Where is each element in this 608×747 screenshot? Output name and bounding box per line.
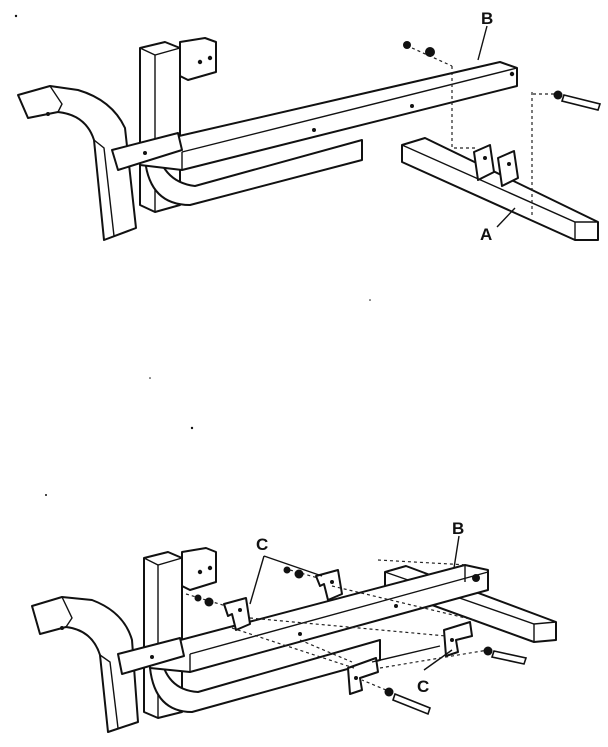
bottom-long-bar (149, 564, 489, 673)
bottom-washer-1 (294, 569, 304, 579)
bottom-washer-2 (204, 597, 214, 607)
bottom-assembly: C B C (31, 519, 557, 733)
top-assembly-lines (411, 47, 554, 215)
bracket-c-lower-left (347, 657, 379, 695)
top-assembly: B A (17, 9, 602, 244)
top-callouts: B A (477, 9, 516, 244)
label-b-top: B (481, 9, 493, 28)
top-long-bar (139, 61, 518, 171)
top-post-bracket (179, 37, 217, 81)
bottom-clamp-plate (117, 637, 185, 675)
label-a-top: A (480, 225, 492, 244)
bottom-callouts: C B C (249, 519, 464, 696)
bottom-hardware (194, 566, 528, 716)
scan-specks (14, 14, 371, 496)
top-nut (403, 41, 411, 49)
bracket-c-upper-right (315, 569, 343, 601)
top-clamp-plate (111, 132, 183, 171)
top-bolt (553, 90, 602, 111)
bracket-c-lower-right (443, 621, 473, 657)
bottom-side-frame (31, 596, 139, 733)
bracket-c-upper-left (223, 597, 251, 631)
top-side-frame (17, 85, 137, 241)
label-b-bottom: B (452, 519, 464, 538)
bottom-c-brackets (223, 569, 473, 695)
bottom-nut-2 (194, 594, 202, 602)
bottom-nut-1 (283, 566, 291, 574)
bottom-post-bracket (181, 547, 217, 591)
top-mounting-brackets (473, 144, 519, 187)
top-cross-member (401, 137, 599, 241)
bottom-bolt-right (483, 646, 528, 665)
label-c-right: C (417, 677, 429, 696)
top-washer (425, 47, 435, 57)
top-hardware (403, 41, 602, 111)
label-c-left: C (256, 535, 268, 554)
bottom-bolt-lower (384, 687, 431, 716)
